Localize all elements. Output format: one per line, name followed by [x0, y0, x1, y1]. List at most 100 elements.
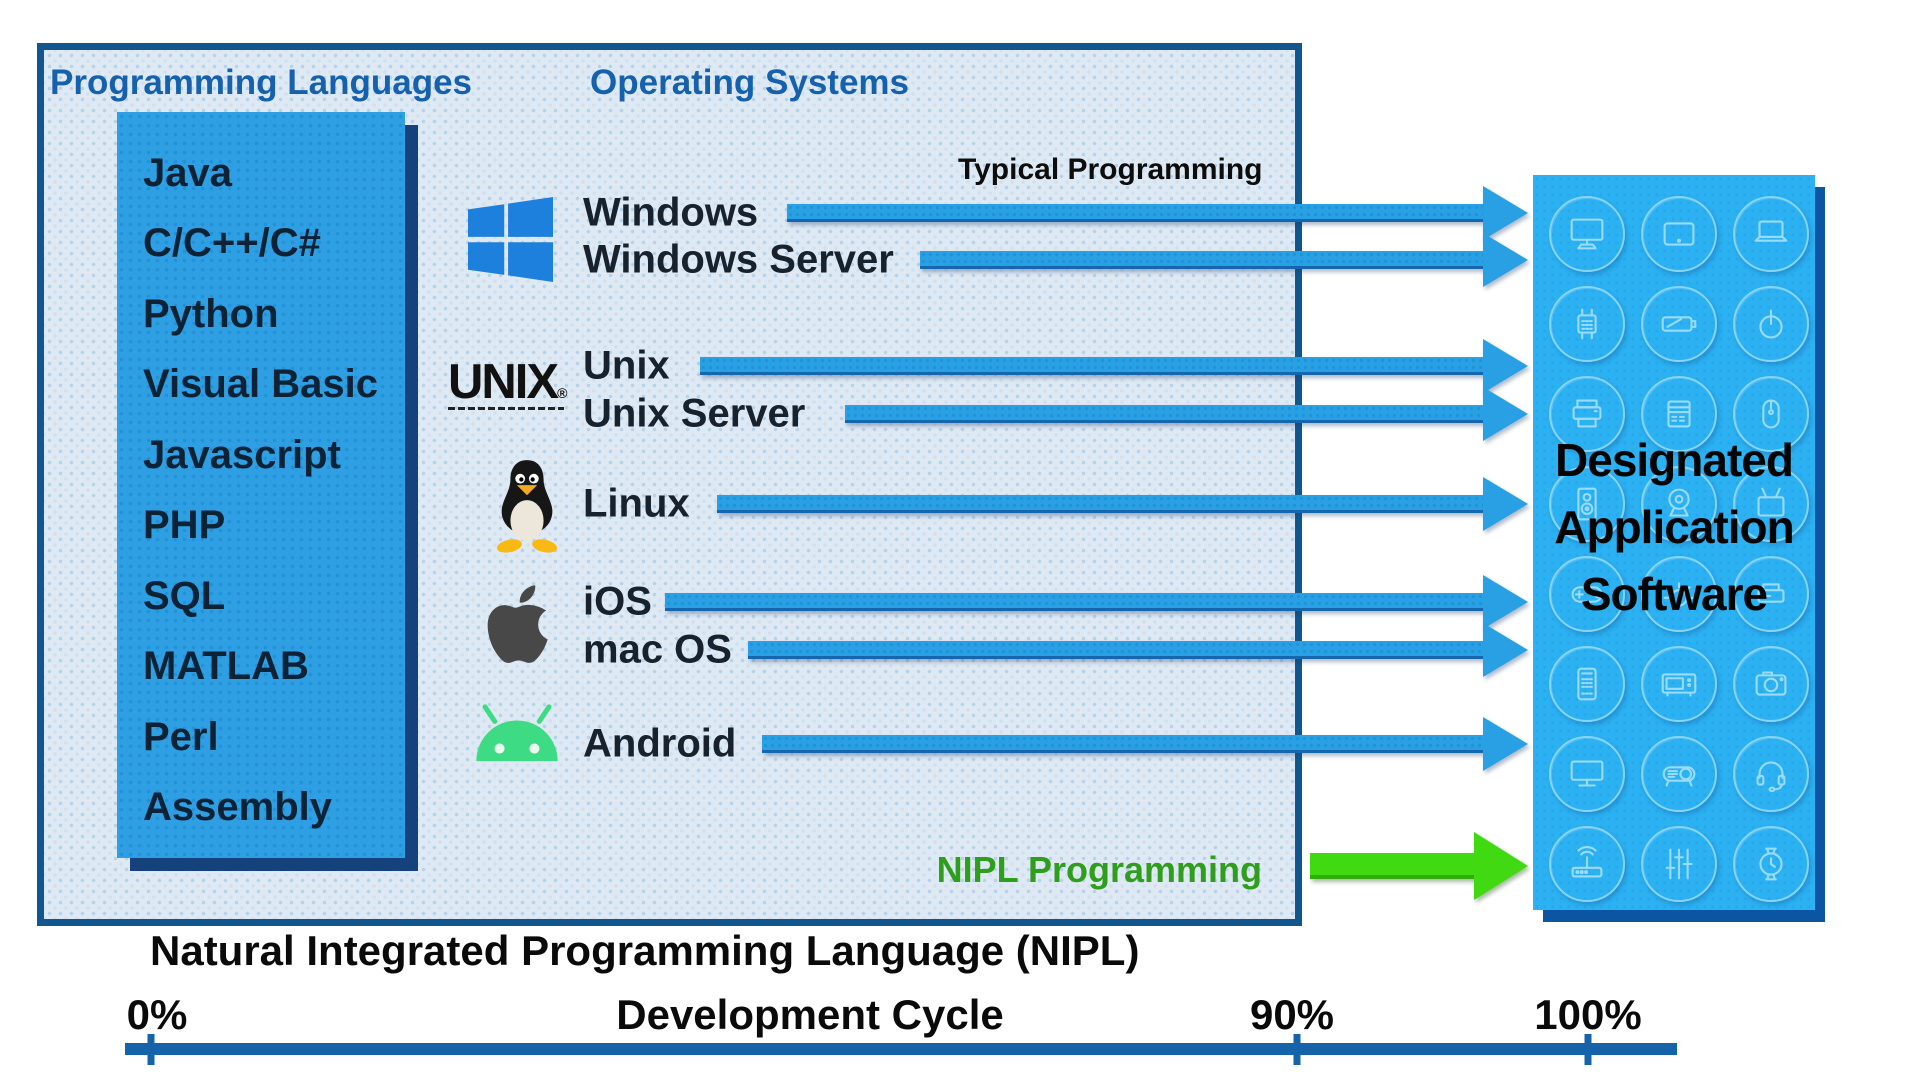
- device-icon-cell: [1541, 279, 1633, 369]
- panel-title: Designated Application Software: [1527, 427, 1821, 628]
- webcam-icon: [1641, 466, 1717, 542]
- arrow-head: [1483, 233, 1528, 287]
- arrow-shaft: [845, 405, 1488, 423]
- arrow-shaft: [920, 251, 1488, 269]
- os-label-linux: Linux: [583, 481, 690, 526]
- designated-software-panel: Designated Application Software: [1533, 175, 1815, 910]
- typical-programming-arrow-android: [762, 716, 1528, 772]
- battery-icon: [1641, 286, 1717, 362]
- android-logo-icon: [466, 703, 568, 770]
- unix-logo-registered-mark: ®: [557, 385, 568, 401]
- typical-programming-arrow-windows-server: [920, 232, 1528, 288]
- os-label-ios: iOS: [583, 579, 652, 624]
- device-icon-cell: [1633, 819, 1725, 909]
- typical-programming-arrow-macos: [748, 622, 1528, 678]
- device-icon-cell: [1633, 189, 1725, 279]
- device-icon-cell: [1541, 819, 1633, 909]
- language-item: Python: [143, 291, 279, 336]
- arrow-shaft: [787, 204, 1488, 222]
- device-icon-cell: [1725, 459, 1817, 549]
- arrow-head: [1483, 623, 1528, 677]
- device-icon-cell: [1725, 639, 1817, 729]
- os-label-android: Android: [583, 721, 737, 766]
- smart-light-icon: [1641, 556, 1717, 632]
- nipl-arrow-shaft: [1310, 853, 1480, 879]
- linux-tux-icon: [488, 456, 566, 559]
- device-icon-cell: [1541, 639, 1633, 729]
- programming-languages-header: Programming Languages: [50, 63, 473, 102]
- device-icon-cell: [1633, 549, 1725, 639]
- game-controller-icon: [1549, 556, 1625, 632]
- device-icon-cell: [1633, 369, 1725, 459]
- unix-logo-word: UNIX: [448, 355, 559, 409]
- laptop-icon: [1733, 196, 1809, 272]
- device-icon-cell: [1725, 819, 1817, 909]
- desktop-computer-icon: [1549, 196, 1625, 272]
- apple-logo-icon: [478, 578, 562, 680]
- device-icon-cell: [1725, 279, 1817, 369]
- arrow-shaft: [700, 357, 1488, 375]
- development-cycle-axis: [125, 1043, 1677, 1055]
- equalizer-icon: [1641, 826, 1717, 902]
- device-icon-cell: [1541, 729, 1633, 819]
- nipl-arrow-head: [1474, 832, 1528, 900]
- projector-icon: [1641, 736, 1717, 812]
- typical-programming-arrow-windows: [787, 185, 1528, 241]
- panel-title-line-2: Application: [1554, 501, 1794, 553]
- language-item: Perl: [143, 714, 219, 759]
- device-icon-cell: [1541, 189, 1633, 279]
- camera-icon: [1733, 646, 1809, 722]
- unix-logo-icon: UNIX®: [448, 358, 580, 410]
- typical-programming-arrow-unix-server: [845, 386, 1528, 442]
- nipl-arrow: [1310, 830, 1528, 902]
- device-icon-cell: [1633, 279, 1725, 369]
- arrow-head: [1483, 387, 1528, 441]
- tablet-icon: [1641, 196, 1717, 272]
- os-label-windows: Windows: [583, 190, 759, 235]
- language-item: SQL: [143, 573, 226, 618]
- device-icon-cell: [1633, 459, 1725, 549]
- headset-icon: [1733, 736, 1809, 812]
- arrow-head: [1483, 477, 1528, 531]
- device-icon-grid: [1541, 189, 1817, 909]
- typical-programming-arrow-unix: [700, 338, 1528, 394]
- typical-programming-arrow-linux: [717, 476, 1528, 532]
- language-item: Javascript: [143, 432, 341, 477]
- timeline-tick-90: [1293, 1034, 1301, 1065]
- os-label-unix-server: Unix Server: [583, 391, 806, 436]
- smartphone-icon: [1549, 646, 1625, 722]
- monitor-icon: [1549, 736, 1625, 812]
- wifi-router-icon: [1549, 826, 1625, 902]
- arrow-head: [1483, 186, 1528, 240]
- arrow-head: [1483, 717, 1528, 771]
- arrow-shaft: [748, 641, 1488, 659]
- timeline-tick-100: [1584, 1034, 1592, 1065]
- arrow-shaft: [717, 495, 1488, 513]
- speaker-icon: [1549, 466, 1625, 542]
- arrow-head: [1483, 575, 1528, 629]
- device-icon-cell: [1725, 189, 1817, 279]
- panel-title-line-1: Designated: [1555, 434, 1794, 486]
- device-icon-cell: [1633, 639, 1725, 729]
- nipl-programming-label: NIPL Programming: [936, 849, 1262, 890]
- device-icon-cell: [1633, 729, 1725, 819]
- mouse-icon: [1733, 376, 1809, 452]
- windows-logo-icon: [468, 197, 553, 282]
- language-item: PHP: [143, 503, 226, 548]
- timeline-label-90: 90%: [1249, 991, 1335, 1038]
- cash-register-icon: [1641, 376, 1717, 452]
- server-rack-icon: [1549, 286, 1625, 362]
- unix-logo-subtext: [448, 407, 564, 410]
- printer-icon: [1549, 376, 1625, 452]
- language-item: C/C++/C#: [143, 221, 321, 266]
- panel-title-line-3: Software: [1580, 568, 1768, 620]
- typical-programming-label: Typical Programming: [958, 153, 1263, 186]
- device-icon-cell: [1541, 459, 1633, 549]
- timeline-label-100: 100%: [1534, 991, 1642, 1038]
- device-icon-cell: [1541, 369, 1633, 459]
- language-item: Visual Basic: [143, 362, 378, 407]
- os-label-unix: Unix: [583, 343, 670, 388]
- device-icon-cell: [1725, 549, 1817, 639]
